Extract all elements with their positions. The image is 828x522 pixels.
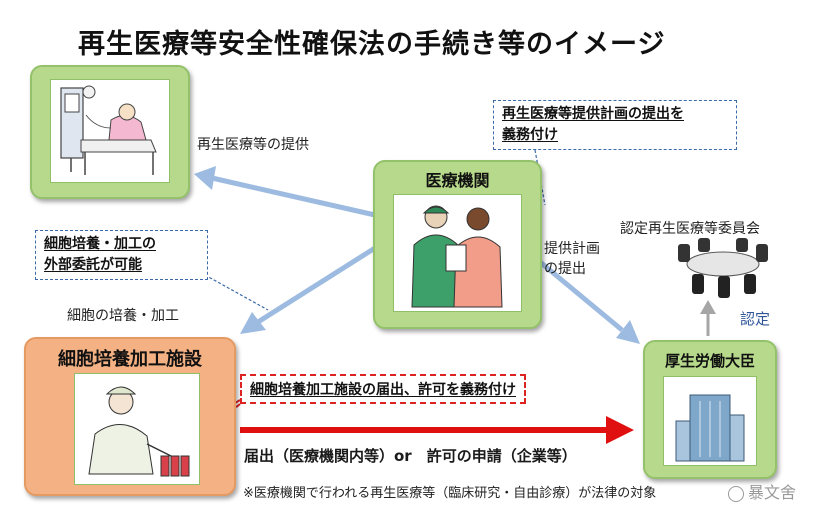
callout-leader-outsourcing	[204, 274, 269, 311]
plan-submission-label-2: の提出	[544, 261, 586, 277]
minister-label: 厚生労働大臣	[664, 352, 755, 370]
arrow-provision	[194, 166, 376, 218]
cell-facility-label: 細胞培養加工施設	[58, 349, 202, 370]
patient-illustration	[50, 79, 170, 183]
footnote: ※医療機関で行われる再生医療等（臨床研究・自由診療）が法律の対象	[243, 486, 657, 501]
outsourcing-callout: 細胞培養・加工の 外部委託が可能	[35, 230, 208, 280]
outsourcing-line-2: 外部委託が可能	[44, 257, 142, 273]
plan-obligation-line-1: 再生医療等提供計画の提出を	[502, 106, 684, 122]
patient-bed-icon	[60, 85, 157, 175]
cell-culture-label: 細胞の培養・加工	[67, 308, 179, 324]
hospital-label: 医療機関	[425, 171, 490, 190]
patient-node	[30, 65, 190, 199]
minister-illustration	[663, 376, 757, 466]
hospital-node: 医療機関	[373, 160, 542, 329]
certification-label: 認定	[740, 310, 771, 328]
watermark: 暴文舍	[728, 479, 796, 503]
watermark-text: 暴文舍	[748, 483, 797, 502]
cell-facility-node: 細胞培養加工施設	[24, 337, 236, 496]
facility-obligation-text: 細胞培養加工施設の届出、許可を義務付け	[250, 382, 516, 398]
arrow-plan-submission	[538, 260, 640, 344]
notification-label: 届出（医療機関内等）or 許可の申請（企業等）	[244, 447, 577, 465]
government-building-icon	[675, 394, 745, 462]
arrow-notification	[240, 416, 634, 444]
committee-label: 認定再生医療等委員会	[620, 221, 760, 237]
meeting-table-icon	[678, 238, 768, 298]
lab-technician-icon	[88, 386, 190, 477]
hospital-illustration	[393, 194, 522, 312]
wechat-icon	[728, 485, 744, 502]
facility-obligation-callout: 細胞培養加工施設の届出、許可を義務付け	[240, 374, 526, 404]
plan-submission-label-1: 提供計画	[544, 241, 600, 257]
arrow-cell-culture	[240, 245, 377, 334]
provision-label: 再生医療等の提供	[197, 137, 309, 153]
page-title: 再生医療等安全性確保法の手続き等のイメージ	[78, 29, 666, 60]
plan-obligation-callout: 再生医療等提供計画の提出を 義務付け	[493, 100, 737, 150]
minister-node: 厚生労働大臣	[643, 340, 777, 479]
arrow-certification	[700, 300, 716, 336]
cell-facility-illustration	[74, 373, 200, 485]
outsourcing-line-1: 細胞培養・加工の	[44, 236, 156, 252]
medical-staff-icon	[411, 205, 503, 308]
plan-obligation-line-2: 義務付け	[502, 127, 558, 143]
